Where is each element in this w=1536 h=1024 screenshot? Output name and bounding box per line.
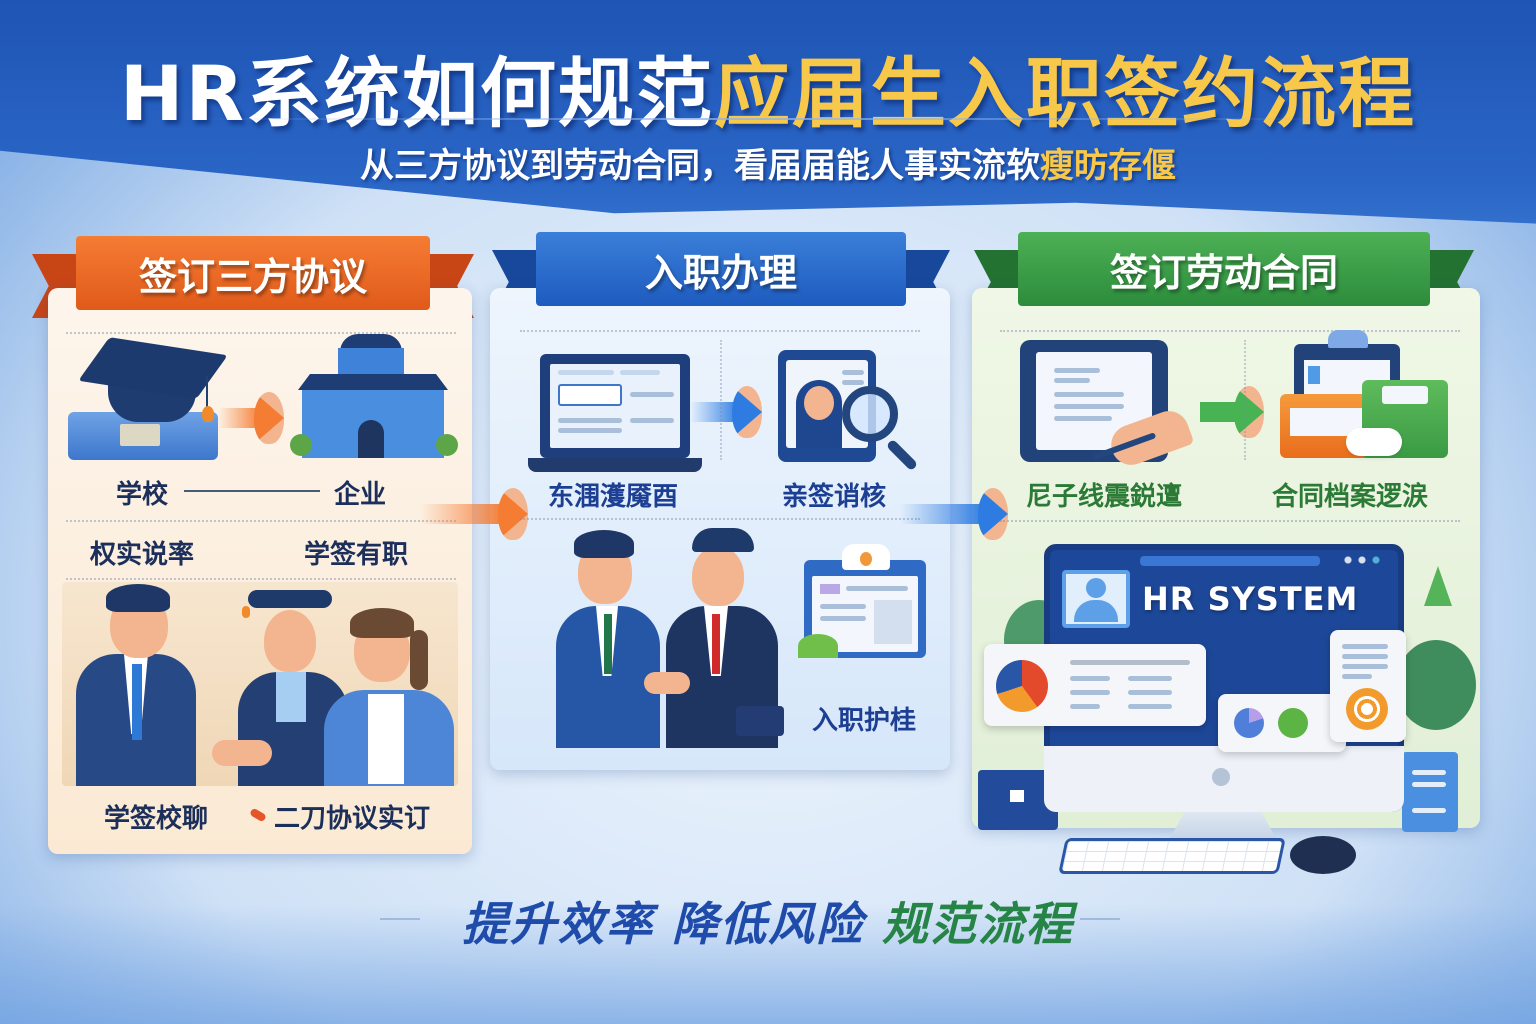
divider bbox=[66, 332, 456, 334]
bottom-gradient bbox=[0, 904, 1536, 1024]
label-company: 企业 bbox=[334, 480, 387, 510]
label-onboarding: 入职护桂 bbox=[812, 706, 917, 736]
step-3-ribbon: 签订劳动合同 bbox=[1018, 232, 1430, 306]
slogan-rule-left bbox=[380, 918, 420, 920]
handshake-two-men-illustration bbox=[508, 526, 788, 748]
employee-info-card bbox=[984, 644, 1206, 726]
pie-chart-icon bbox=[1234, 708, 1264, 738]
arrow-right-icon bbox=[218, 392, 284, 444]
handshake-three-people-illustration bbox=[62, 582, 458, 786]
user-avatar-icon bbox=[1062, 570, 1130, 628]
cloud-icon bbox=[1346, 428, 1402, 456]
slogan-rule-right bbox=[1080, 918, 1120, 920]
hr-system-title: HR SYSTEM bbox=[1142, 580, 1359, 618]
label-online-registration: 东涠濩魇酉 bbox=[548, 482, 679, 512]
arrow-right-icon bbox=[1200, 386, 1264, 438]
target-icon bbox=[1346, 688, 1388, 730]
subtitle-white: 从三方协议到劳动合同，看届届能人事实流软 bbox=[360, 146, 1040, 186]
title-yellow: 应届生入职签约流程 bbox=[714, 49, 1417, 138]
label-verification: 亲签诮核 bbox=[782, 482, 887, 512]
label-e-signature: 尼子线震鋭邅 bbox=[1026, 482, 1183, 512]
keyboard-icon bbox=[1058, 838, 1286, 874]
divider bbox=[520, 518, 920, 520]
school-building-icon bbox=[290, 334, 458, 458]
magnifier-icon bbox=[842, 386, 898, 442]
divider bbox=[1000, 520, 1460, 522]
logo-badge-icon bbox=[996, 660, 1048, 712]
label-school: 学校 bbox=[116, 480, 169, 510]
label-contract-archive: 合同档案逻涙 bbox=[1272, 482, 1429, 512]
step-1-ribbon: 签订三方协议 bbox=[76, 236, 430, 310]
divider bbox=[66, 520, 456, 522]
divider-vertical bbox=[720, 340, 722, 460]
title-white: HR系统如何规范 bbox=[119, 49, 715, 138]
green-chart-icon bbox=[1278, 708, 1308, 738]
bottom-slogan: 提升效率 降低风险 规范流程 bbox=[0, 888, 1536, 954]
arrow-right-icon bbox=[690, 386, 762, 438]
slogan-standardize: 规范流程 bbox=[882, 897, 1075, 951]
subtitle-yellow: 瘦昉存偃 bbox=[1040, 146, 1176, 186]
footer-left-label: 学签校聊 bbox=[104, 804, 209, 834]
page-title: HR系统如何规范应届生入职签约流程 bbox=[0, 32, 1536, 142]
tree-icon bbox=[1424, 566, 1452, 606]
mouse-icon bbox=[1290, 836, 1356, 874]
slogan-efficiency: 提升效率 bbox=[461, 897, 654, 951]
clipboard-icon bbox=[798, 544, 926, 658]
monitor-stand bbox=[1168, 812, 1278, 842]
title-divider bbox=[190, 118, 1340, 120]
divider bbox=[1000, 330, 1460, 332]
divider bbox=[520, 330, 920, 332]
step-arrow-1-2-icon bbox=[420, 488, 528, 540]
id-card-icon bbox=[1402, 752, 1458, 832]
slogan-risk: 降低风险 bbox=[672, 897, 864, 951]
label-row2-left: 权实说率 bbox=[90, 540, 195, 570]
footer-right-label: 二刀协议实订 bbox=[274, 804, 431, 834]
divider bbox=[66, 578, 456, 580]
step-2-ribbon: 入职办理 bbox=[536, 232, 906, 306]
chart-card bbox=[1218, 694, 1346, 752]
document-card bbox=[1330, 630, 1406, 742]
page-subtitle: 从三方协议到劳动合同，看届届能人事实流软瘦昉存偃 bbox=[0, 138, 1536, 187]
connector-line bbox=[184, 490, 320, 492]
divider-vertical bbox=[1244, 340, 1246, 460]
label-row2-right: 学签有职 bbox=[304, 540, 409, 570]
plant-decoration bbox=[1396, 640, 1476, 730]
step-arrow-2-3-icon bbox=[900, 488, 1008, 540]
